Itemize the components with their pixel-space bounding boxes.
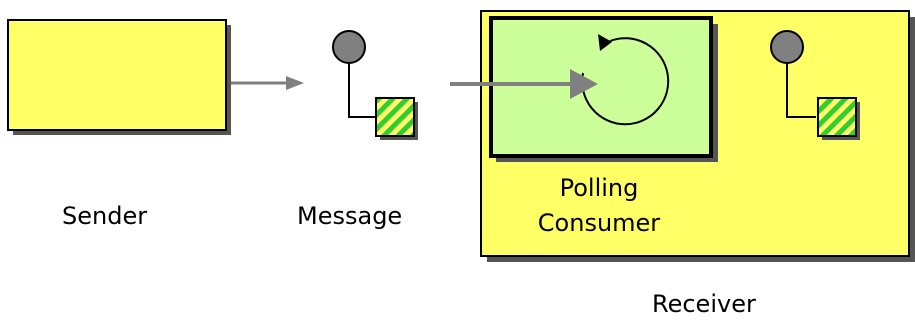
- polling-consumer-label-line2: Consumer: [537, 209, 661, 237]
- message-label: Message: [297, 202, 403, 230]
- polling-loop-icon: [581, 34, 670, 126]
- sender-label: Sender: [62, 202, 148, 230]
- message-icon: [332, 30, 418, 140]
- polling-consumer-label-line1: Polling: [559, 174, 639, 202]
- arrow-message-to-consumer: [450, 69, 598, 99]
- receiver-label: Receiver: [652, 290, 756, 318]
- arrow-sender-to-message: [231, 76, 304, 90]
- sender-box: [7, 19, 231, 135]
- received-message-icon: [770, 30, 860, 140]
